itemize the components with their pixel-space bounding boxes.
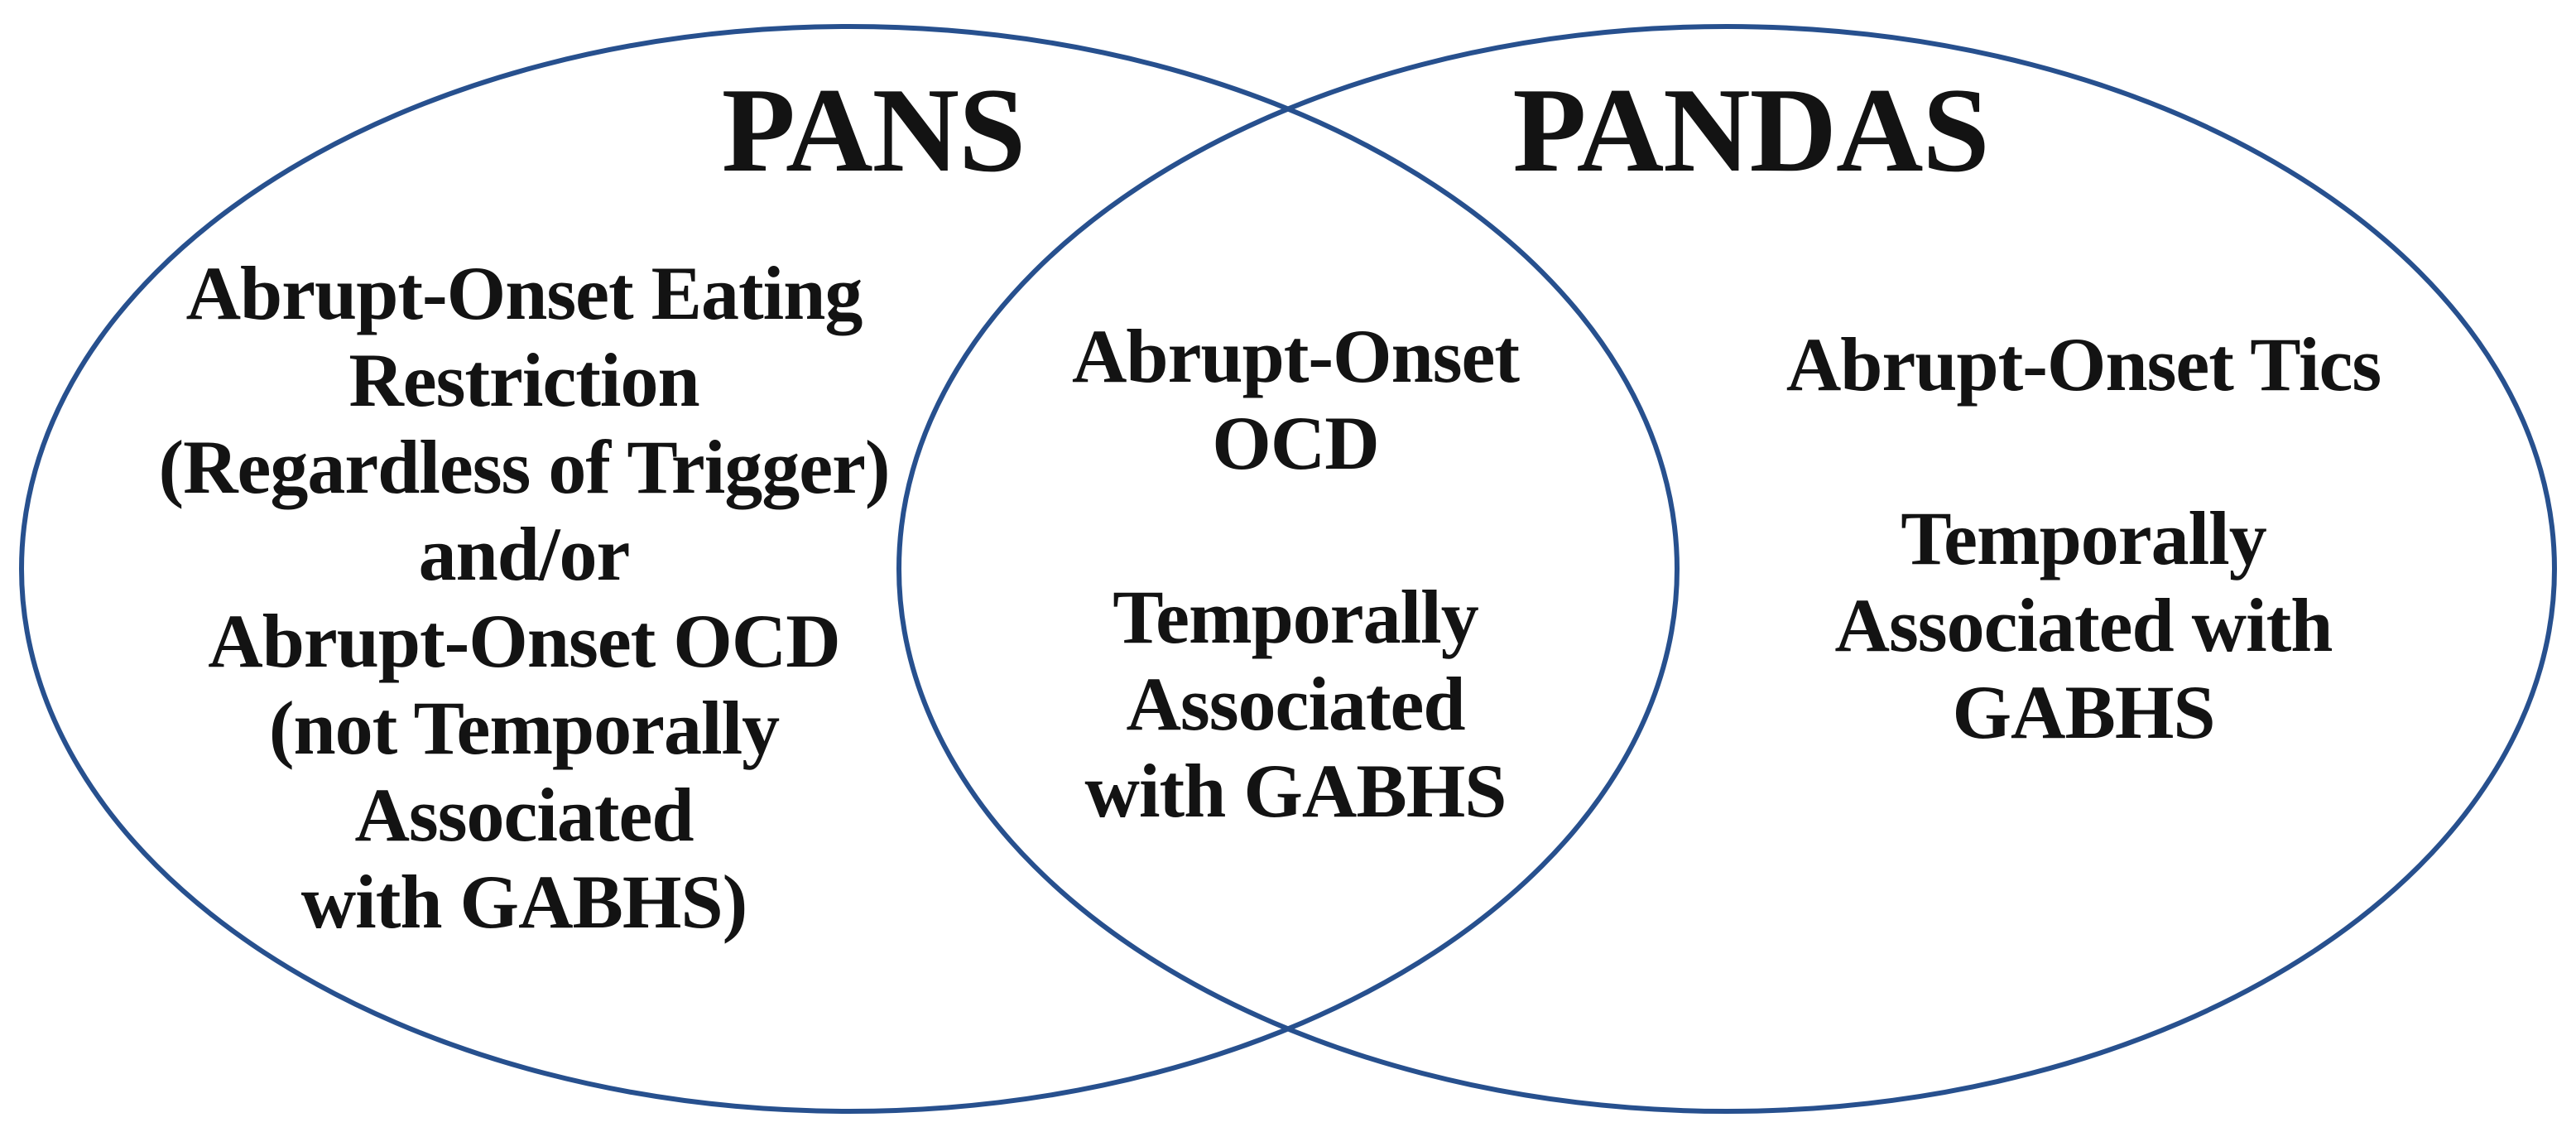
intersection-region-text: Abrupt-Onset OCD Temporally Associated w… [1071,314,1520,833]
pans-only-region-text: Abrupt-Onset Eating Restriction (Regardl… [158,251,890,944]
pandas-title: PANDAS [1512,63,1989,197]
pandas-only-region-text: Abrupt-Onset Tics Temporally Associated … [1785,322,2381,754]
pans-title: PANS [721,63,1026,197]
pandas-ellipse [896,24,2557,1114]
pans-ellipse [19,24,1680,1114]
